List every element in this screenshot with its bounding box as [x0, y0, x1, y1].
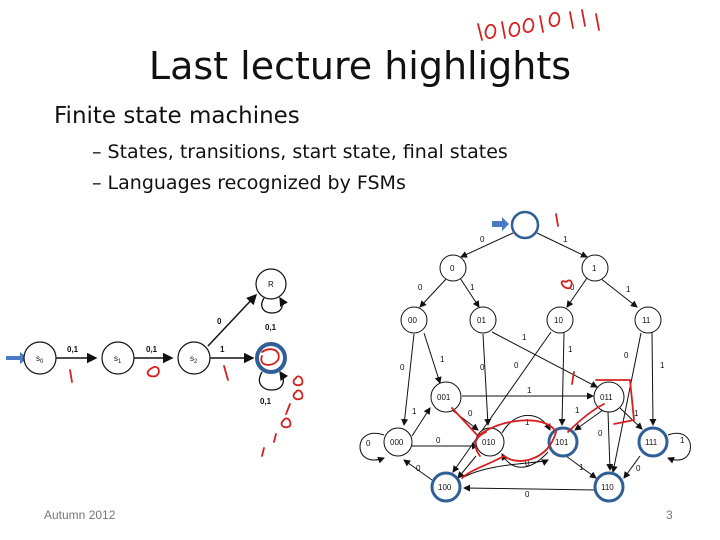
edge-label: 1: [660, 361, 665, 370]
handwritten-annotations: [69, 9, 635, 479]
edge-label: 0: [217, 317, 222, 326]
state-label: 011: [600, 393, 613, 402]
edge-label: 0,1: [265, 323, 277, 332]
edge-label: 1: [680, 436, 685, 445]
state-start: [510, 210, 540, 240]
edge-label: 1: [563, 235, 568, 244]
state-0: [439, 254, 467, 282]
left-fsm: s0 s1 s2 R 0,1 0,1 1 0 0,1 0,1: [6, 268, 289, 406]
edge-label: 0: [468, 409, 473, 418]
state-1: [581, 254, 609, 282]
state-110: [593, 471, 625, 503]
bullet-main: Finite state machines: [54, 103, 300, 129]
edge-label: 0: [525, 490, 530, 499]
state-label: 00: [408, 316, 417, 325]
state-11: [634, 306, 662, 334]
state-label: 100: [438, 483, 452, 492]
edge-label: 0,1: [146, 345, 158, 354]
right-fsm: [359, 217, 691, 492]
edge-label: 0,1: [67, 345, 79, 354]
state-label-s1: s1: [114, 354, 122, 365]
start-arrow-icon: [6, 352, 28, 364]
edge-label: 0: [624, 351, 629, 360]
edge-label: 1: [626, 285, 631, 294]
state-label: 11: [642, 316, 651, 325]
state-label-r: R: [268, 280, 274, 289]
state-111: [637, 426, 669, 458]
state-label: 001: [437, 393, 451, 402]
edge-label: 0,1: [260, 397, 272, 406]
edge-label: 0: [570, 283, 575, 292]
state-label: 010: [482, 438, 496, 447]
state-label: 101: [555, 438, 569, 447]
state-label: 111: [645, 438, 658, 447]
edge-label: 1: [527, 386, 532, 395]
state-01: [469, 306, 497, 334]
state-s2: [177, 341, 211, 375]
state-000: [383, 427, 413, 457]
edge-label: 0: [418, 283, 423, 292]
edge-label: 1: [470, 283, 475, 292]
edge-label: 1: [522, 333, 527, 342]
edge-label: 0: [480, 363, 485, 372]
sub-bullet-1: – States, transitions, start state, fina…: [92, 141, 508, 163]
state-label: 000: [390, 438, 404, 447]
sub-bullet-2: – Languages recognized by FSMs: [92, 172, 406, 194]
page-number: 3: [666, 508, 673, 522]
edge-label: 0: [514, 361, 519, 370]
state-s0: [23, 341, 57, 375]
edge-label: 0: [598, 429, 603, 438]
edge-label: 0: [436, 436, 441, 445]
start-arrow-icon: [492, 217, 509, 231]
state-001: [430, 381, 462, 413]
right-fsm-edge-labels: 0 1 0 1 0 1 1 0 0 1 1 0 1 1 0 1 1 0 0 1 …: [366, 235, 685, 499]
footer-date: Autumn 2012: [44, 508, 116, 522]
edge-label: 1: [579, 463, 584, 472]
right-fsm-states: 0 1 00 01 10 11 001 011 000 010 101 111 …: [383, 210, 669, 503]
edge-label: 0: [416, 464, 421, 473]
state-label: 01: [477, 316, 486, 325]
slide-title: Last lecture highlights: [148, 44, 572, 88]
state-label: 1: [592, 264, 597, 273]
edge-label: 1: [568, 345, 573, 354]
state-s1: [101, 341, 135, 375]
state-r: [255, 268, 287, 300]
edge-label: 1: [412, 407, 417, 416]
edge-label: 0: [400, 363, 405, 372]
edge-label: 1: [440, 355, 445, 364]
edge-label: 0: [525, 459, 530, 468]
state-label: 10: [554, 316, 563, 325]
edge-label: 1: [634, 409, 639, 418]
state-10: [546, 306, 574, 334]
state-label: 110: [601, 483, 614, 492]
edge-label: 0: [366, 439, 371, 448]
edge-label: 1: [575, 406, 580, 415]
edge-label: 1: [525, 418, 530, 427]
edge-label: 0: [480, 235, 485, 244]
state-label-s0: s0: [36, 354, 44, 365]
state-label: 0: [450, 264, 455, 273]
edge-label: 1: [220, 345, 225, 354]
state-label-s2: s2: [190, 354, 198, 365]
edge-label: 0: [636, 464, 641, 473]
state-00: [400, 306, 428, 334]
state-100: [430, 471, 462, 503]
